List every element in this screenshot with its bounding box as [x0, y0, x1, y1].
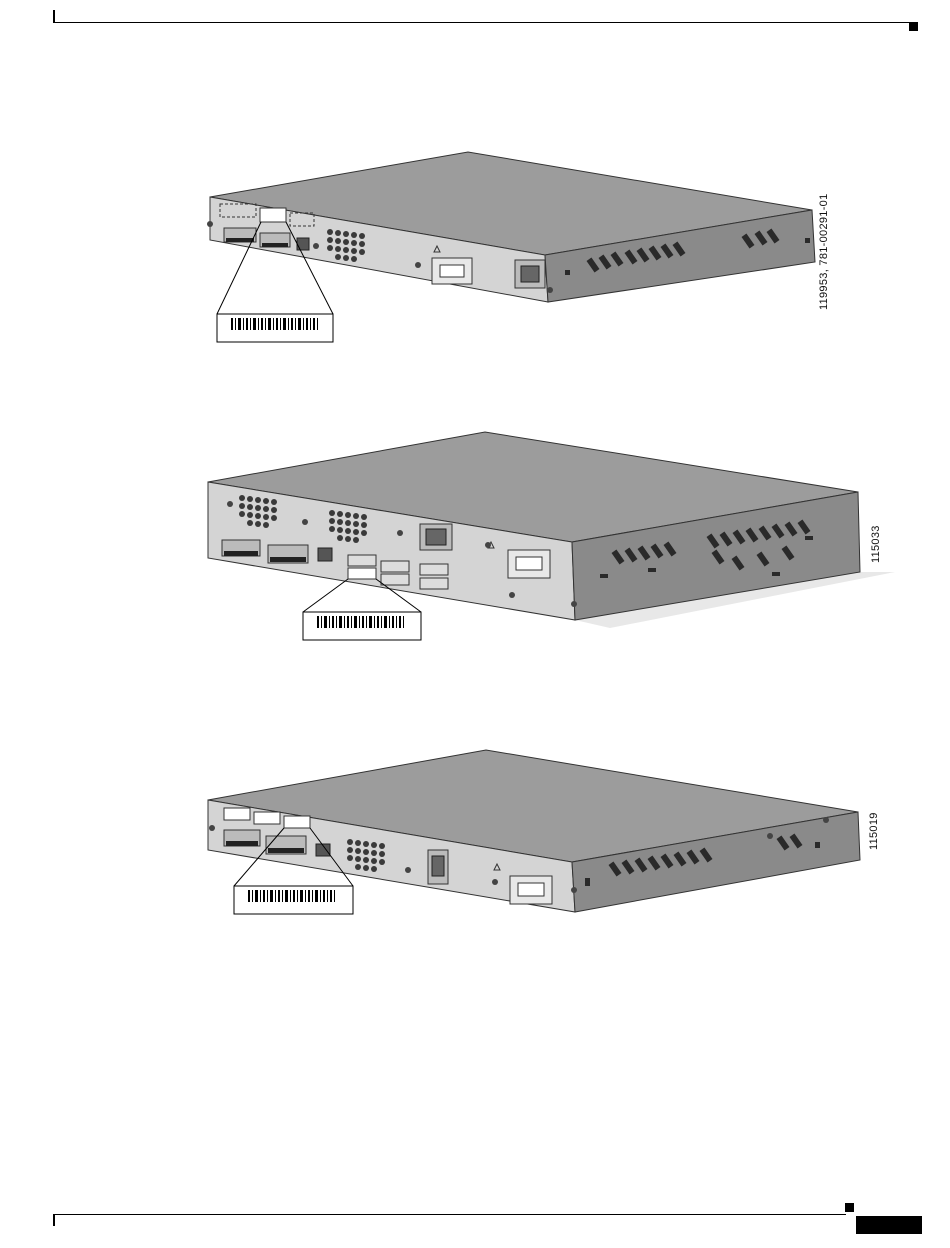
footer-corner-mark: [845, 1203, 854, 1212]
switch-rear-illustration-1: [0, 0, 950, 400]
switch-rear-illustration-3: [0, 730, 950, 930]
footer-tick: [53, 1214, 55, 1226]
figure-switch-rear-1: [0, 0, 950, 400]
figure-switch-rear-3: [0, 730, 950, 930]
footer-rule: [53, 1214, 846, 1215]
figure-id-label-1: 119953, 781-00291-01: [818, 193, 830, 310]
figure-switch-rear-2: [0, 400, 950, 700]
figure-id-label-3: 115019: [868, 812, 880, 850]
switch-rear-illustration-2: [0, 400, 950, 700]
figure-id-label-2: 115033: [870, 525, 882, 563]
page-number-tab: [856, 1216, 922, 1234]
